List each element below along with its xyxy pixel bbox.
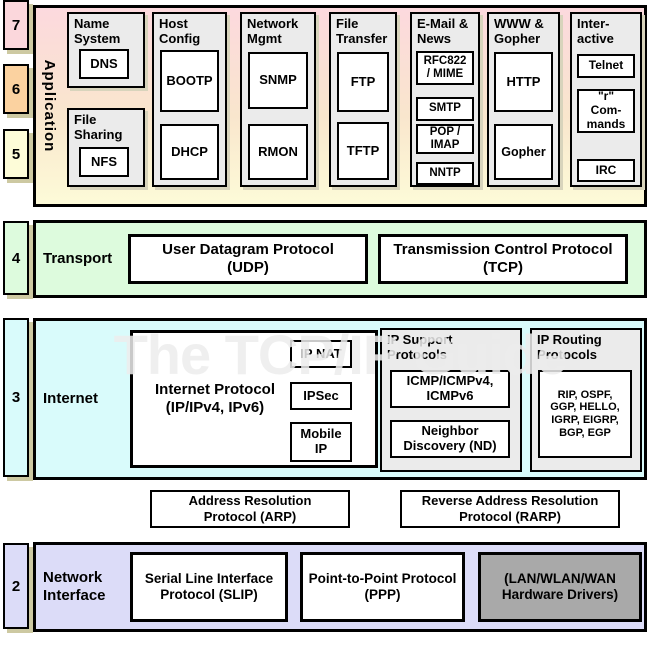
protocol-box-hardware-drivers: (LAN/WLAN/WAN Hardware Drivers) [478,552,642,622]
group-header: WWW & Gopher [494,16,544,46]
group-header: Network Mgmt [247,16,299,46]
protocol-box-rmon: RMON [248,124,308,180]
application-layer-label: Application [41,59,58,153]
internet-layer-label: Internet [43,390,99,407]
group-network-mgmt: Network Mgmt SNMP RMON [240,12,316,187]
protocol-box-r-commands: "r" Com- mands [577,89,635,133]
network-interface-layer-label: Network Interface [43,569,106,604]
protocol-box-ipsec: IPSec [290,382,352,410]
protocol-box-routing-protocols: RIP, OSPF, GGP, HELLO, IGRP, EIGRP, BGP,… [538,370,632,458]
protocol-box-telnet: Telnet [577,54,635,78]
protocol-box-udp: User Datagram Protocol (UDP) [128,234,368,284]
protocol-box-smtp: SMTP [416,97,474,121]
group-header: Host Config [159,16,201,46]
group-email-news: E-Mail & News RFC822 / MIME SMTP POP / I… [410,12,480,187]
layer-badge-4: 4 [3,221,29,295]
protocol-box-rfc822-mime: RFC822 / MIME [416,51,474,85]
layer-badge-7: 7 [3,0,29,50]
protocol-box-pop-imap: POP / IMAP [416,124,474,154]
protocol-box-ppp: Point-to-Point Protocol (PPP) [300,552,465,622]
layer-badge-6: 6 [3,64,29,114]
group-header: File Transfer [336,16,388,46]
protocol-box-bootp: BOOTP [160,50,219,112]
protocol-box-ip-nat: IP NAT [290,340,352,368]
group-header: Name System [74,16,121,46]
internet-layer-section: Internet Internet Protocol (IP/IPv4, IPv… [33,318,647,480]
protocol-box-dhcp: DHCP [160,124,219,180]
group-header: IP Support Protocols [387,332,453,362]
protocol-box-mobile-ip: Mobile IP [290,422,352,462]
protocol-box-rarp: Reverse Address Resolution Protocol (RAR… [400,490,620,528]
ip-title: Internet Protocol (IP/IPv4, IPv6) [154,381,275,416]
layer-badge-2: 2 [3,543,29,629]
network-interface-layer-section: Network Interface Serial Line Interface … [33,542,647,632]
transport-layer-label: Transport [43,250,113,267]
protocol-box-snmp: SNMP [248,52,308,109]
protocol-box-gopher: Gopher [494,124,553,180]
group-header: Inter- active [577,16,614,46]
group-header: E-Mail & News [417,16,469,46]
layer-badge-3: 3 [3,318,29,477]
group-file-sharing: File Sharing NFS [67,108,145,187]
group-www-gopher: WWW & Gopher HTTP Gopher [487,12,560,187]
protocol-box-arp: Address Resolution Protocol (ARP) [150,490,350,528]
group-name-system: Name System DNS [67,12,145,88]
protocol-box-nfs: NFS [79,147,129,177]
group-ip-routing-protocols: IP Routing Protocols RIP, OSPF, GGP, HEL… [530,328,642,472]
protocol-box-http: HTTP [494,52,553,112]
protocol-box-irc: IRC [577,159,635,182]
group-header: IP Routing Protocols [537,332,602,362]
group-header: File Sharing [74,112,123,142]
group-file-transfer: File Transfer FTP TFTP [329,12,397,187]
transport-layer-section: Transport User Datagram Protocol (UDP) T… [33,220,647,298]
protocol-box-ip: Internet Protocol (IP/IPv4, IPv6) IP NAT… [130,330,378,468]
group-ip-support-protocols: IP Support Protocols ICMP/ICMPv4, ICMPv6… [380,328,522,472]
protocol-box-neighbor-discovery: Neighbor Discovery (ND) [390,420,510,458]
group-interactive: Inter- active Telnet "r" Com- mands IRC [570,12,642,187]
protocol-box-nntp: NNTP [416,162,474,185]
protocol-box-slip: Serial Line Interface Protocol (SLIP) [130,552,288,622]
group-host-config: Host Config BOOTP DHCP [152,12,227,187]
protocol-box-ftp: FTP [337,52,389,112]
protocol-box-tftp: TFTP [337,122,389,180]
protocol-box-tcp: Transmission Control Protocol (TCP) [378,234,628,284]
protocol-box-dns: DNS [79,49,129,79]
layer-badge-5: 5 [3,129,29,179]
protocol-box-icmp: ICMP/ICMPv4, ICMPv6 [390,370,510,408]
application-layer-section: Application Name System DNS File Sharing… [33,5,647,207]
